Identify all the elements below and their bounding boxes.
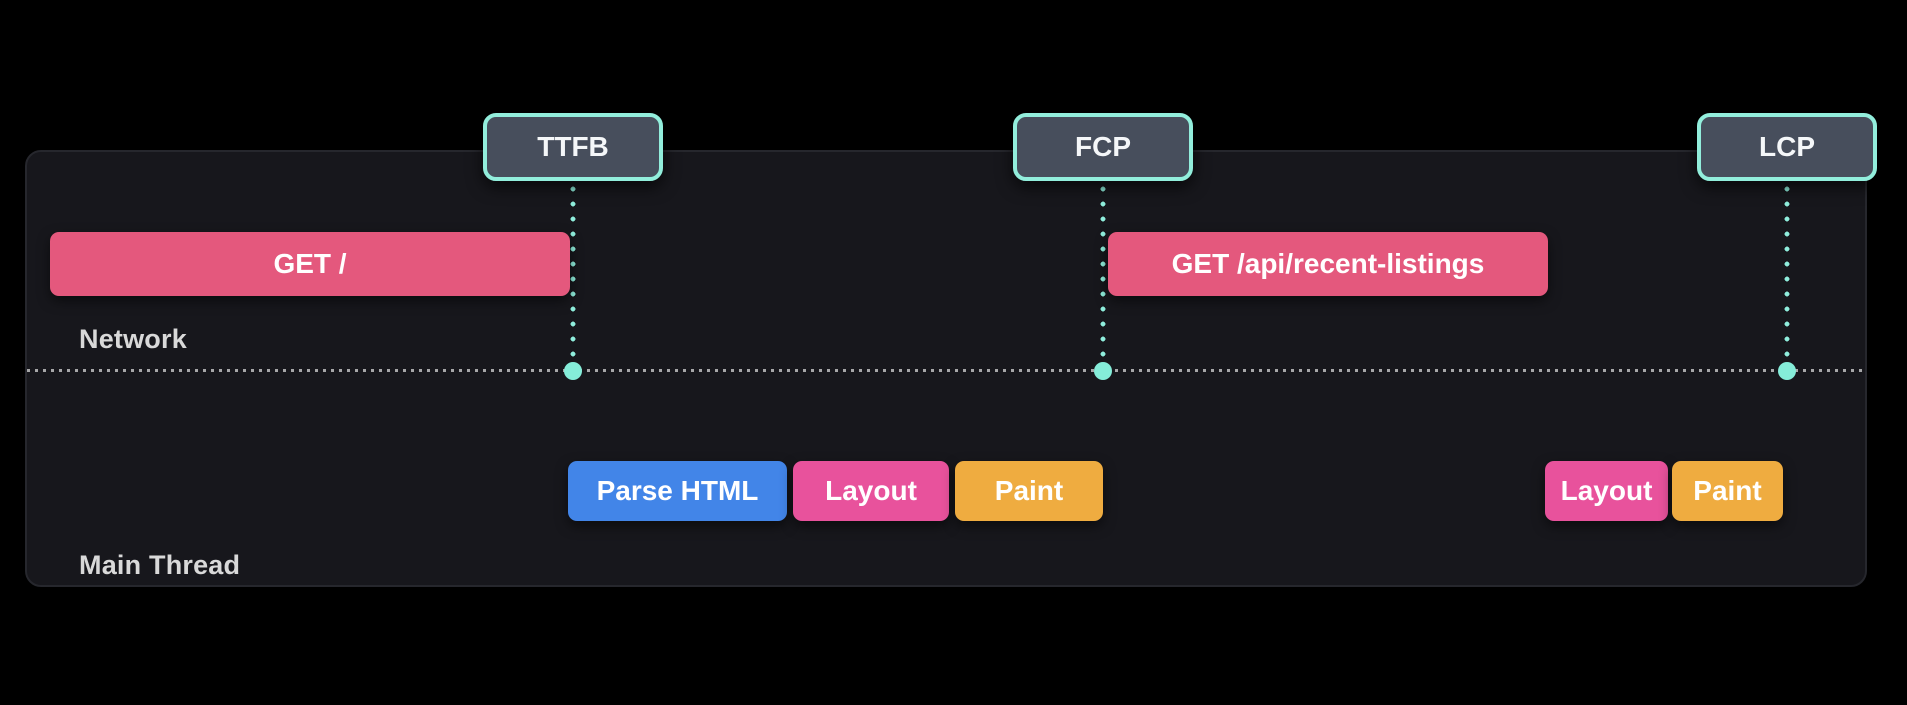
fcp-guideline: [1100, 186, 1106, 362]
main-thread-bar-paint-1: Paint: [955, 461, 1103, 521]
fcp-anchor-dot: [1094, 362, 1112, 380]
metric-marker-lcp: LCP: [1697, 113, 1877, 181]
main-thread-bar-layout-2: Layout: [1545, 461, 1668, 521]
ttfb-guideline: [570, 186, 576, 362]
network-request-bar-get-root: GET /: [50, 232, 570, 296]
main-thread-bar-paint-2: Paint: [1672, 461, 1783, 521]
main-thread-bar-layout-1: Layout: [793, 461, 949, 521]
ttfb-anchor-dot: [564, 362, 582, 380]
metric-marker-fcp: FCP: [1013, 113, 1193, 181]
lcp-anchor-dot: [1778, 362, 1796, 380]
network-request-bar-get-api-recent-listings: GET /api/recent-listings: [1108, 232, 1548, 296]
lane-divider: [27, 369, 1865, 372]
lcp-guideline: [1784, 186, 1790, 362]
main-thread-bar-parse-html: Parse HTML: [568, 461, 787, 521]
network-lane-label: Network: [79, 324, 187, 354]
main-thread-lane-label: Main Thread: [79, 550, 241, 580]
metric-marker-ttfb: TTFB: [483, 113, 663, 181]
